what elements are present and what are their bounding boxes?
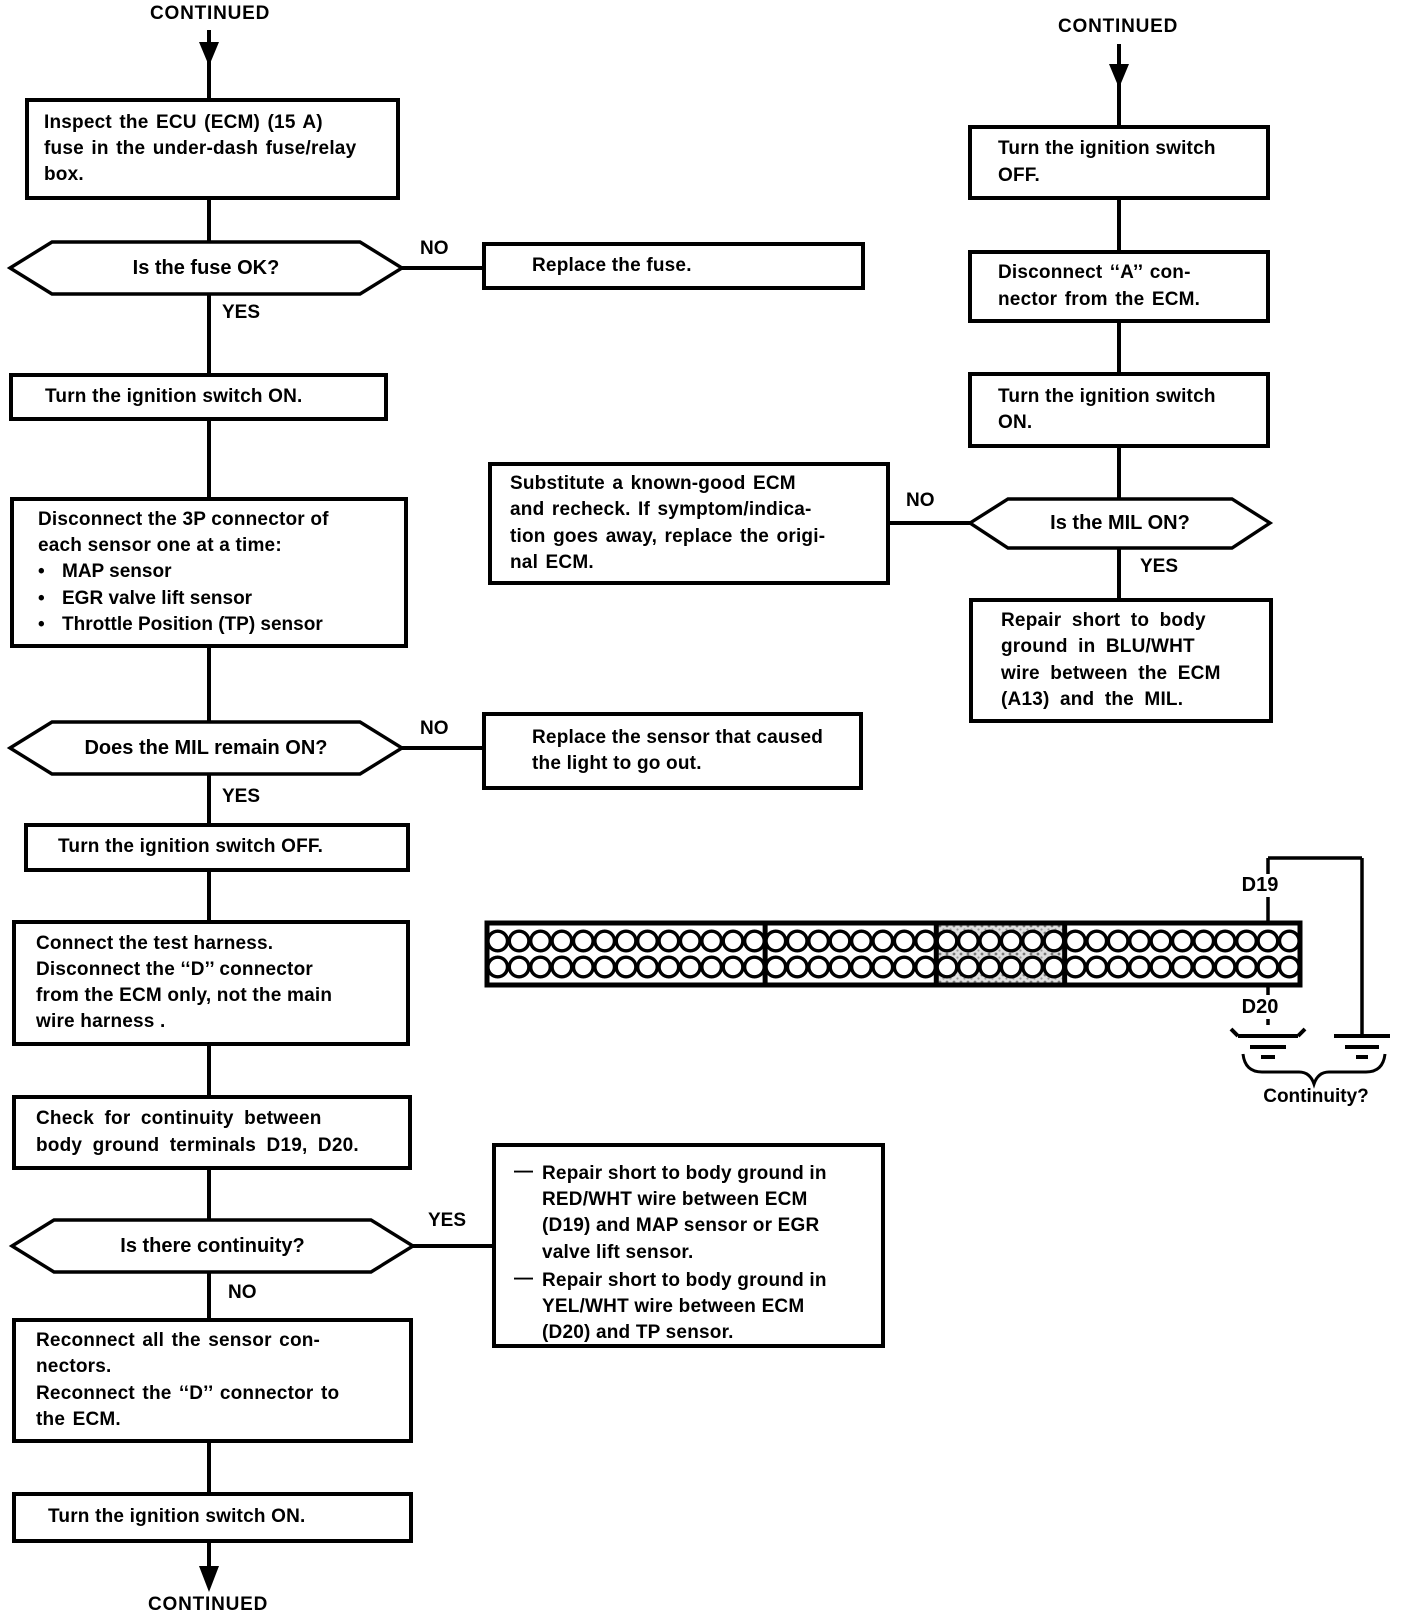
terminal-label-d20: D20	[1238, 996, 1282, 1019]
continued-label-top-right: CONTINUED	[1058, 16, 1179, 37]
sensor-list-item: • MAP sensor	[38, 559, 404, 585]
label-no-mil-on: NO	[906, 490, 935, 511]
label-no-mil-remain: NO	[420, 718, 449, 739]
label-yes-fuse: YES	[222, 302, 261, 323]
step-ignition-off-right-text: Turn the ignition switch OFF.	[998, 138, 1216, 186]
bullet-icon: •	[38, 613, 45, 635]
step-check-continuity: Check for continuity between body ground…	[12, 1095, 412, 1170]
step-repair-blu-wht-text: Repair short to body ground in BLU/WHT w…	[1001, 610, 1221, 710]
connector-terminals	[486, 923, 1301, 985]
step-substitute-ecm: Substitute a known-good ECM and recheck.…	[488, 462, 890, 585]
repair-item-text: Repair short to body ground in RED/WHT w…	[542, 1163, 827, 1263]
ground-symbol-right	[1334, 1034, 1390, 1059]
step-ignition-off-right: Turn the ignition switch OFF.	[968, 125, 1270, 200]
step-connect-test-harness-text: Connect the test harness. Disconnect the…	[36, 932, 333, 1033]
label-yes-continuity: YES	[428, 1210, 467, 1231]
decision-is-mil-on: Is the MIL ON?	[1050, 512, 1190, 534]
hexagon-is-mil-on	[966, 497, 1274, 550]
decision-is-there-continuity: Is there continuity?	[120, 1234, 305, 1257]
step-repair-blu-wht: Repair short to body ground in BLU/WHT w…	[969, 598, 1273, 723]
step-disconnect-sensors-intro: Disconnect the 3P connector of each sens…	[38, 508, 329, 557]
step-ignition-off-left-text: Turn the ignition switch OFF.	[58, 836, 324, 858]
sensor-item-text: MAP sensor	[62, 561, 172, 583]
step-disconnect-a-connector: Disconnect ‘‘A’’ con- nector from the EC…	[968, 250, 1270, 323]
step-repair-short-list: — Repair short to body ground in RED/WHT…	[492, 1143, 885, 1348]
sensor-item-text: Throttle Position (TP) sensor	[62, 613, 323, 635]
step-inspect-fuse-text: Inspect the ECU (ECM) (15 A) fuse in the…	[44, 111, 357, 186]
bullet-icon: •	[38, 561, 45, 583]
label-yes-mil-remain: YES	[222, 786, 261, 807]
step-reconnect-connectors-text: Reconnect all the sensor con- nectors. R…	[36, 1330, 340, 1430]
dash-icon: —	[514, 1267, 533, 1289]
repair-list-item: — Repair short to body ground in YEL/WHT…	[514, 1268, 875, 1347]
dash-icon: —	[514, 1161, 533, 1182]
step-ignition-on-1-text: Turn the ignition switch ON.	[45, 385, 303, 407]
decision-mil-remain-on: Does the MIL remain ON?	[84, 736, 328, 759]
step-inspect-fuse: Inspect the ECU (ECM) (15 A) fuse in the…	[25, 98, 400, 200]
bullet-icon: •	[38, 587, 45, 609]
step-disconnect-sensors: Disconnect the 3P connector of each sens…	[10, 497, 408, 648]
arrow-down-bottom-left	[199, 1566, 219, 1592]
repair-list-item: — Repair short to body ground in RED/WHT…	[514, 1161, 875, 1266]
step-replace-sensor: Replace the sensor that caused the light…	[482, 712, 863, 790]
hexagon-is-fuse-ok	[6, 240, 406, 296]
step-disconnect-a-connector-text: Disconnect ‘‘A’’ con- nector from the EC…	[998, 262, 1201, 310]
label-no-continuity: NO	[228, 1282, 257, 1303]
hexagon-mil-remain-on	[6, 720, 406, 776]
step-reconnect-connectors: Reconnect all the sensor con- nectors. R…	[12, 1318, 413, 1443]
arrow-down-top-left	[199, 42, 219, 66]
ecm-connector-diagram	[484, 856, 1390, 1089]
step-ignition-on-right: Turn the ignition switch ON.	[968, 372, 1270, 448]
repair-item-text: Repair short to body ground in YEL/WHT w…	[542, 1269, 827, 1344]
continuity-question-label: Continuity?	[1263, 1086, 1369, 1107]
step-connect-test-harness: Connect the test harness. Disconnect the…	[12, 920, 410, 1046]
step-replace-sensor-text: Replace the sensor that caused the light…	[532, 726, 824, 774]
continuity-brace	[1241, 1053, 1387, 1089]
step-replace-fuse: Replace the fuse.	[482, 242, 865, 290]
step-ignition-on-2-text: Turn the ignition switch ON.	[48, 1506, 306, 1528]
ground-symbol-left	[1229, 1027, 1307, 1059]
continued-label-bottom-left: CONTINUED	[148, 1594, 269, 1615]
sensor-list-item: • Throttle Position (TP) sensor	[38, 612, 404, 638]
hexagon-is-there-continuity	[8, 1218, 417, 1274]
terminal-label-d19: D19	[1238, 874, 1282, 897]
step-ignition-on-right-text: Turn the ignition switch ON.	[998, 385, 1216, 433]
label-no-fuse: NO	[420, 238, 449, 259]
step-ignition-on-1: Turn the ignition switch ON.	[9, 373, 388, 421]
step-ignition-on-2: Turn the ignition switch ON.	[12, 1492, 413, 1543]
step-check-continuity-text: Check for continuity between body ground…	[36, 1108, 359, 1156]
arrow-down-top-right	[1109, 64, 1129, 88]
step-substitute-ecm-text: Substitute a known-good ECM and recheck.…	[510, 473, 826, 573]
decision-shapes	[6, 240, 1274, 1274]
label-yes-mil-on: YES	[1140, 556, 1179, 577]
decision-is-fuse-ok: Is the fuse OK?	[132, 256, 280, 279]
sensor-list-item: • EGR valve lift sensor	[38, 586, 404, 612]
continued-label-top-left: CONTINUED	[150, 3, 271, 24]
step-ignition-off-left: Turn the ignition switch OFF.	[24, 823, 410, 872]
sensor-item-text: EGR valve lift sensor	[62, 587, 253, 609]
step-replace-fuse-text: Replace the fuse.	[532, 254, 692, 276]
left-column-lines	[207, 30, 492, 1586]
